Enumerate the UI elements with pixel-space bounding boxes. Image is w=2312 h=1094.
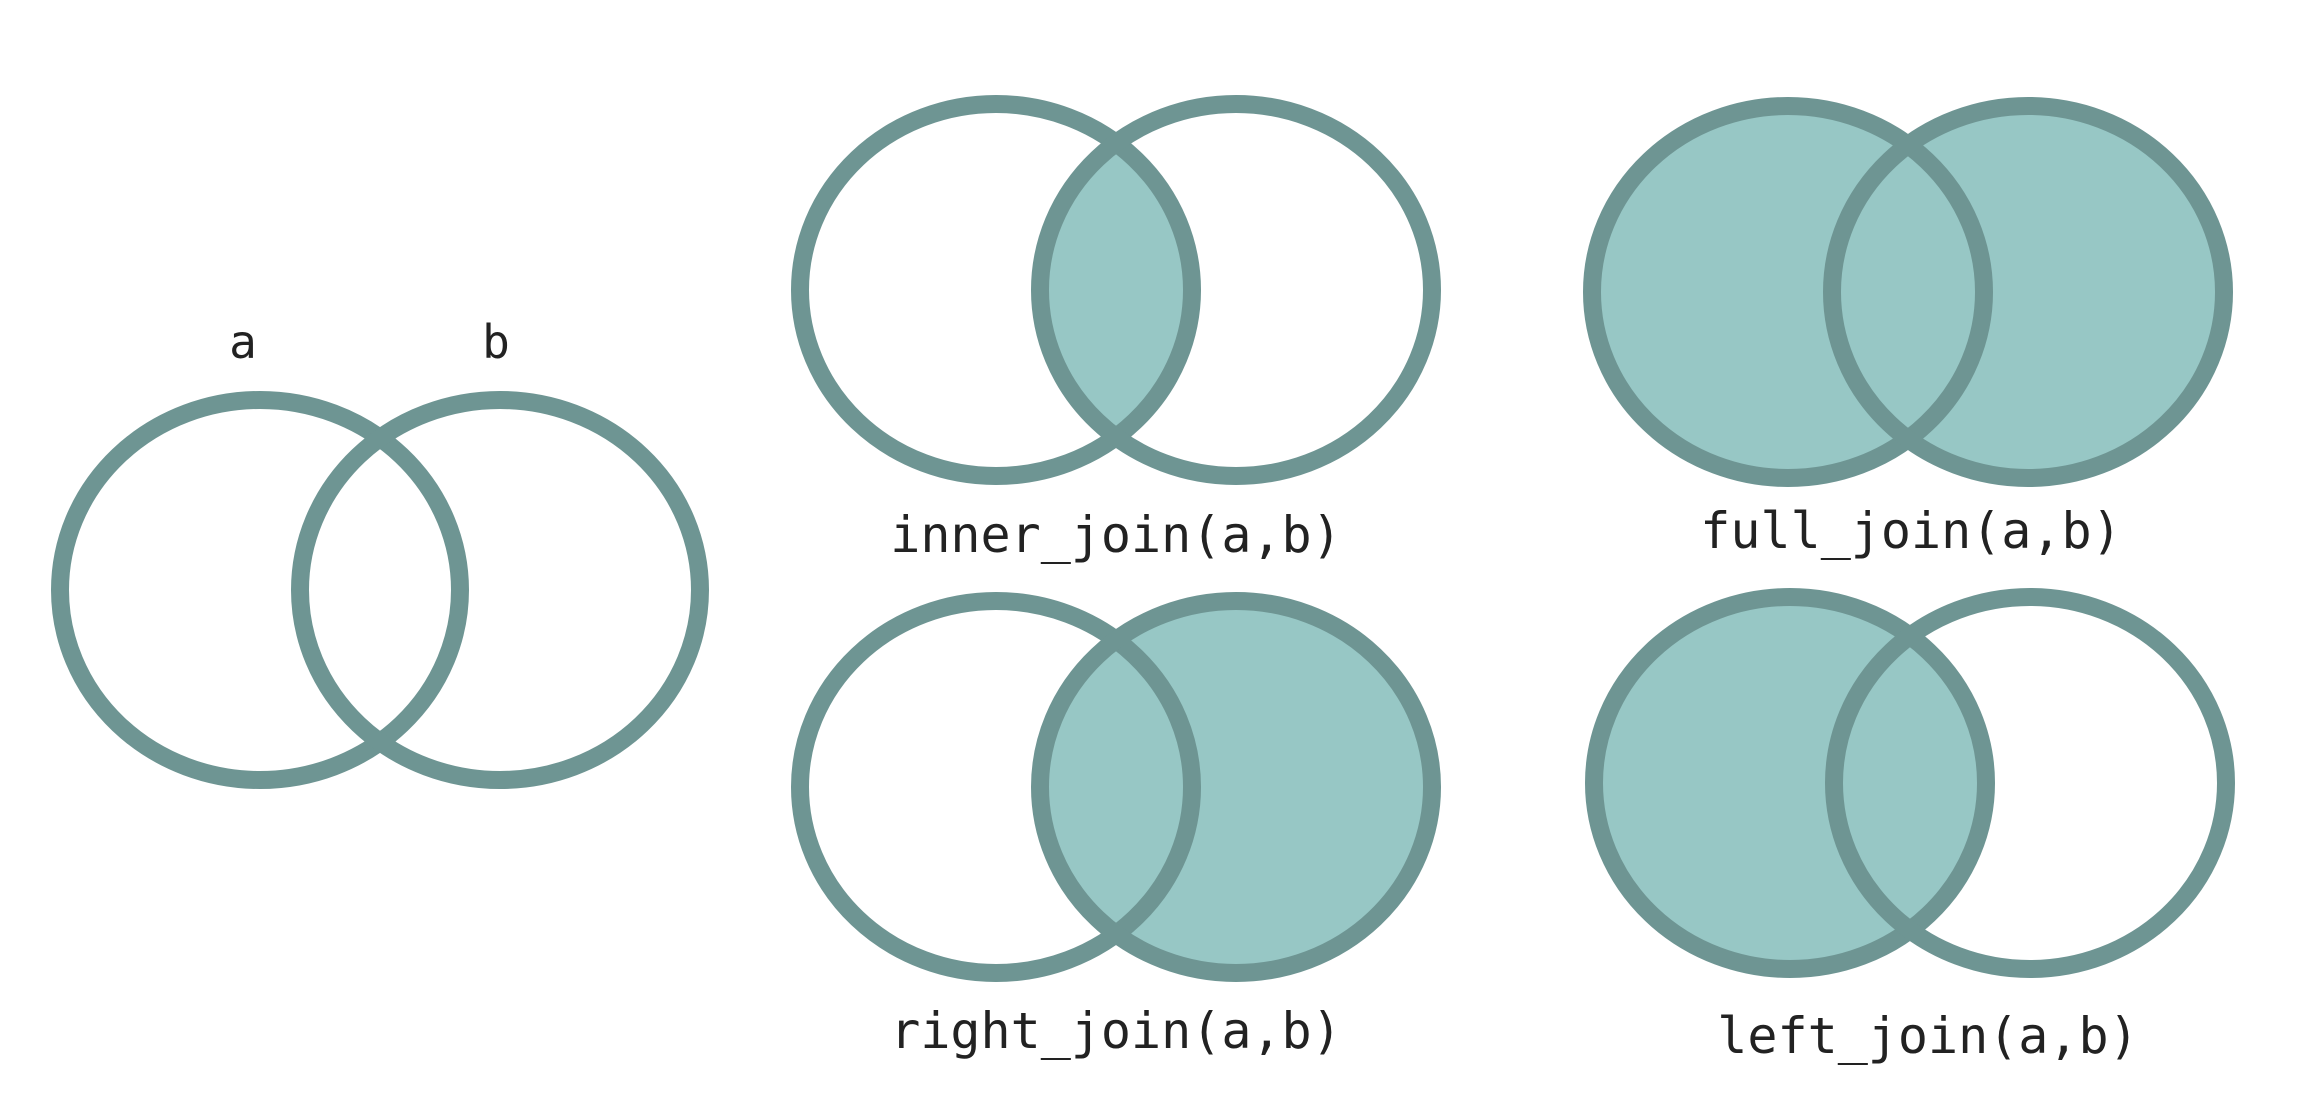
full-join-fill-b [1832, 106, 2224, 478]
right-join-intersection-fill [1040, 601, 1192, 973]
set-a-label: a [229, 315, 257, 369]
inner-join-circle-b [1031, 95, 1441, 485]
reference-venn: a b [51, 315, 709, 789]
set-b-label: b [482, 315, 510, 369]
right-join-circle-a [791, 592, 1201, 982]
inner-join-label: inner_join(a,b) [890, 506, 1342, 564]
right-join-circle-b [1031, 592, 1441, 982]
left-join-label: left_join(a,b) [1717, 1007, 2138, 1065]
full-join-diagram: full_join(a,b) [1583, 97, 2233, 560]
left-join-fill-a [1594, 597, 1986, 969]
right-join-label: right_join(a,b) [890, 1002, 1342, 1060]
left-join-circle-b [1825, 588, 2235, 978]
full-join-label: full_join(a,b) [1700, 502, 2121, 560]
inner-join-circle-a [791, 95, 1201, 485]
inner-join-diagram: inner_join(a,b) [791, 95, 1441, 564]
left-join-diagram: left_join(a,b) [1585, 588, 2235, 1065]
set-a-circle [51, 391, 469, 789]
inner-join-intersection-fill [1040, 104, 1192, 476]
set-b-circle [291, 391, 709, 789]
right-join-diagram: right_join(a,b) [791, 592, 1441, 1060]
left-join-circle-a [1585, 588, 1995, 978]
full-join-circle-a [1583, 97, 1993, 487]
full-join-circle-b [1823, 97, 2233, 487]
